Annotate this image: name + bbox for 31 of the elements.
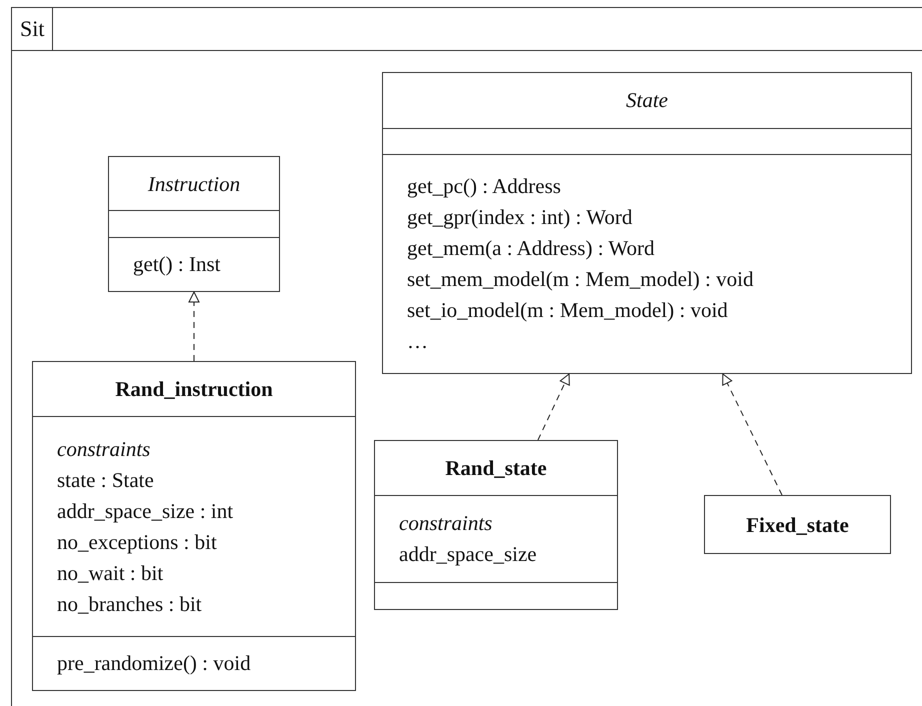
class-member: addr_space_size : int [57,498,234,524]
class-member: get_pc() : Address [407,173,562,200]
package-frame [11,7,922,706]
class-name: Rand_instruction [115,376,273,403]
class-member: no_branches : bit [57,590,203,618]
class-name: Instruction [148,170,240,198]
class-member: no_wait : bit [57,560,164,586]
class-box [32,361,356,691]
class-member: set_mem_model(m : Mem_model) : void [407,266,754,294]
realization-arrow [722,374,782,496]
abstract-class-box [382,72,912,374]
frame-name-tab: Sit [12,8,54,51]
abstract-class-box [108,156,280,292]
class-member: pre_randomize() : void [57,650,252,678]
class-member: no_exceptions : bit [57,528,218,556]
class-member: addr_space_size [399,541,538,568]
class-box [704,495,891,554]
realization-arrow [537,374,570,440]
realization-arrow [188,292,200,362]
class-name: State [626,87,668,114]
class-member: get() : Inst [133,250,222,278]
stereotype-label: constraints [399,510,494,537]
class-box [374,440,618,610]
class-member: get_mem(a : Address) : Word [407,235,656,262]
class-member: get_gpr(index : int) : Word [407,204,634,232]
stereotype-label: constraints [57,436,152,462]
class-name: Rand_state [445,455,547,482]
class-member: set_io_model(m : Mem_model) : void [407,297,729,324]
class-member: state : State [57,466,155,494]
class-name: Fixed_state [746,512,849,538]
class-member: … [407,328,429,356]
